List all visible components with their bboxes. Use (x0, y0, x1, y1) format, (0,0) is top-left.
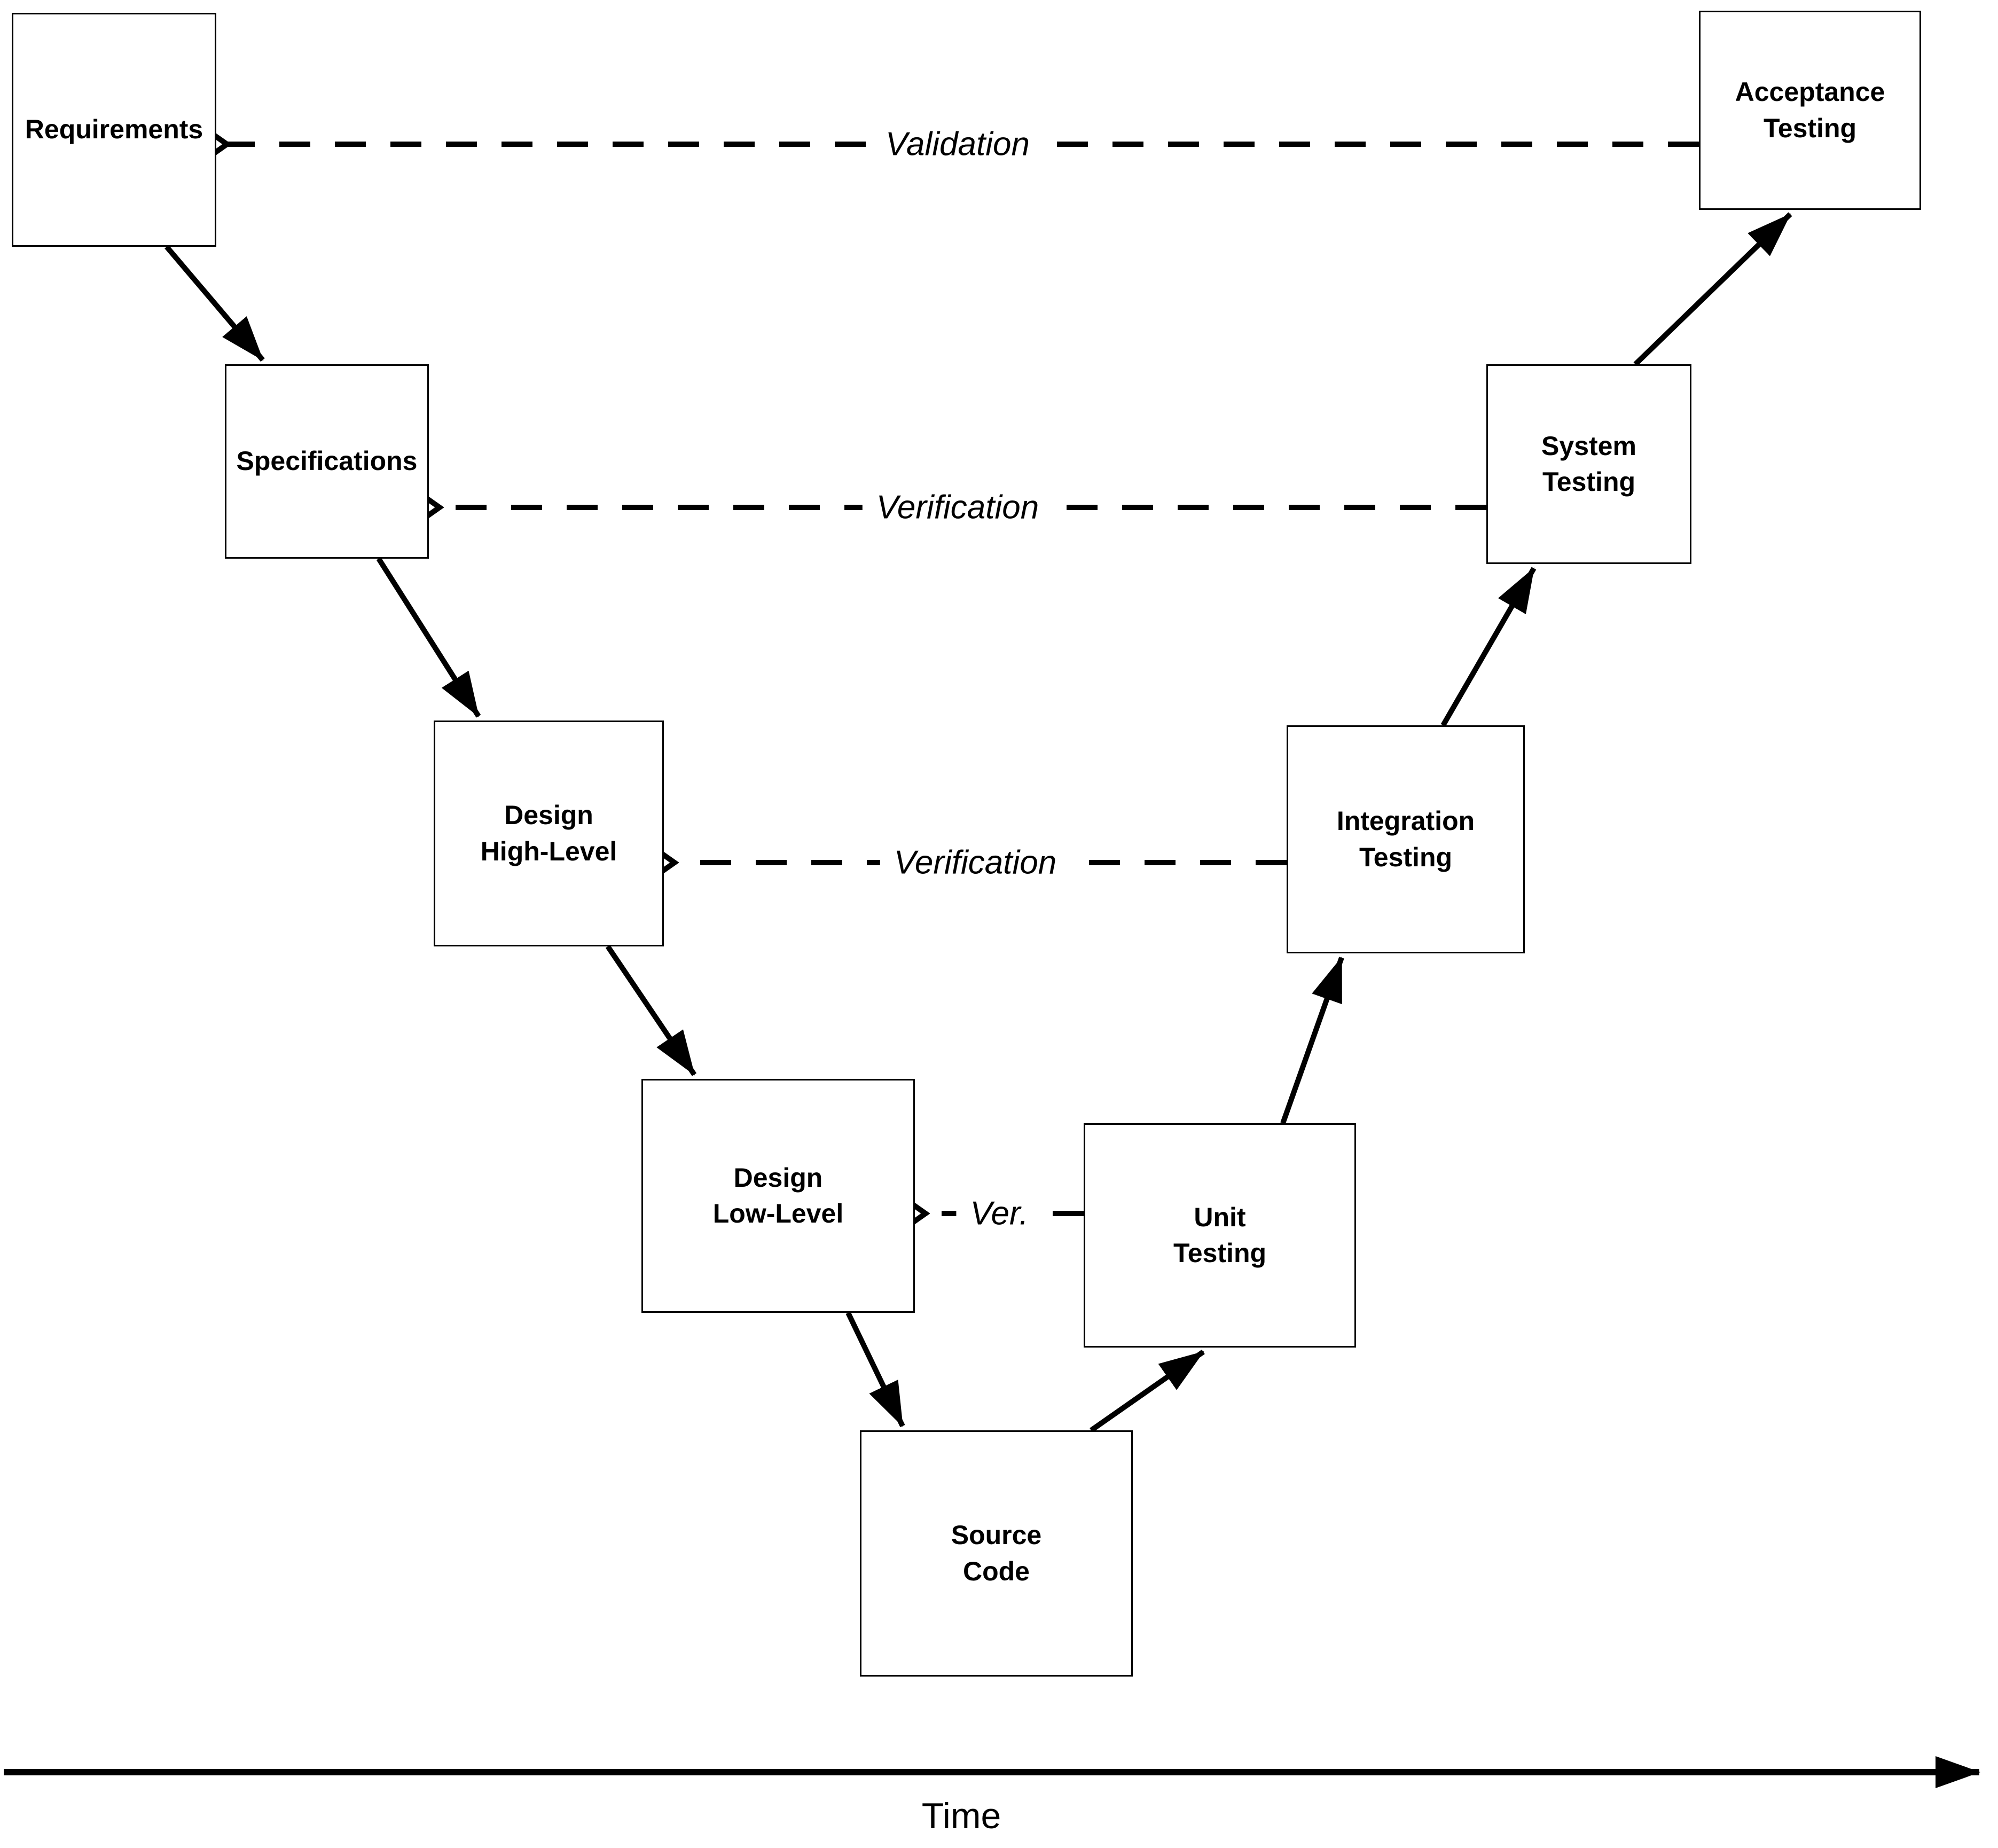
box-system-testing: System Testing (1486, 364, 1691, 564)
solid-arrow-design-low-to-source-code (845, 1311, 905, 1428)
box-design-low-level: Design Low-Level (641, 1079, 915, 1313)
solid-arrow-requirements-to-specifications (164, 245, 265, 362)
connector-label-validation: Validation (871, 125, 1044, 163)
box-label-requirements: Requirements (25, 114, 203, 145)
solid-arrow-design-high-to-design-low (605, 945, 697, 1076)
connector-label-verification-1: Verification (862, 488, 1053, 527)
connector-label-verification-3: Ver. (956, 1194, 1043, 1233)
solid-arrow-source-code-to-unit-testing (1090, 1349, 1205, 1433)
box-label-acceptance-testing: Acceptance Testing (1735, 77, 1885, 143)
box-design-high-level: Design High-Level (434, 721, 664, 946)
solid-arrow-unit-to-integration-testing (1280, 957, 1344, 1124)
box-specifications: Specifications (225, 364, 429, 559)
solid-arrow-specifications-to-design-high-level (376, 557, 481, 718)
connector-label-verification-2: Verification (880, 843, 1071, 882)
time-axis-label: Time (921, 1796, 1001, 1836)
solid-arrow-integration-to-system-testing (1440, 567, 1537, 727)
box-integration-testing: Integration Testing (1287, 725, 1525, 953)
box-acceptance-testing: Acceptance Testing (1699, 11, 1921, 210)
box-label-design-low-level: Design Low-Level (712, 1162, 844, 1229)
box-label-integration-testing: Integration Testing (1336, 806, 1475, 872)
box-label-specifications: Specifications (236, 446, 418, 476)
box-unit-testing: Unit Testing (1084, 1123, 1356, 1348)
box-requirements: Requirements (12, 13, 216, 247)
box-label-unit-testing: Unit Testing (1173, 1202, 1267, 1268)
box-label-design-high-level: Design High-Level (480, 800, 617, 866)
box-source-code: Source Code (860, 1430, 1133, 1677)
box-label-system-testing: System Testing (1541, 430, 1636, 497)
solid-arrow-system-to-acceptance-testing (1633, 212, 1792, 366)
box-label-source-code: Source Code (951, 1520, 1042, 1586)
